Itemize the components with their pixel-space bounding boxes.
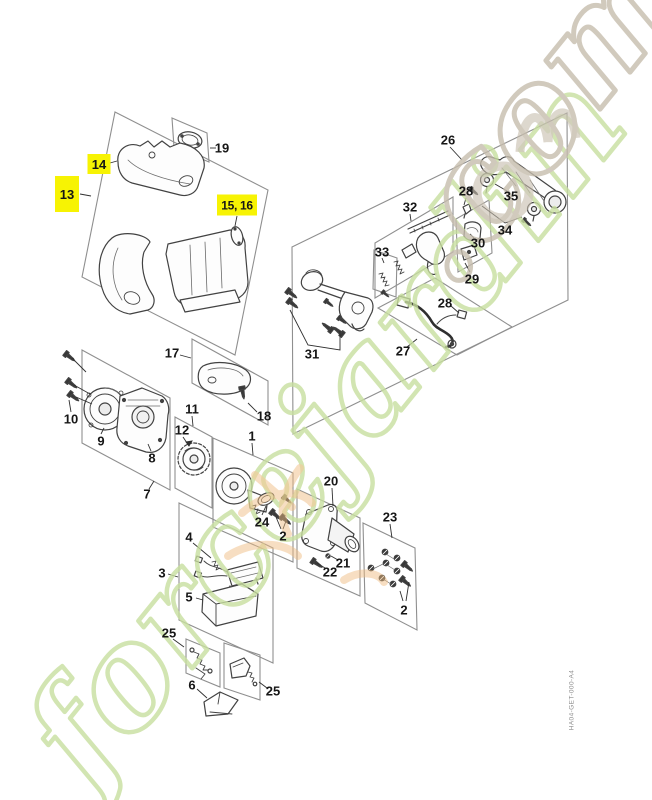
clip-part-top (462, 203, 472, 219)
callout-12: 12 (174, 422, 190, 438)
callout-2-starter: 2 (279, 528, 287, 544)
callout-1: 1 (248, 428, 256, 444)
cover-plate-part (177, 131, 203, 149)
callout-8: 8 (148, 450, 156, 466)
clip-spring-right (229, 657, 258, 687)
panel-11 (174, 416, 213, 509)
crankcase-part (116, 387, 170, 453)
panel-33 (372, 249, 398, 298)
callout-17: 17 (164, 345, 180, 361)
callout-2-screws: 2 (400, 602, 408, 618)
callout-5: 5 (185, 589, 193, 605)
callout-25-left: 25 (161, 625, 177, 641)
panel-25-right (223, 642, 261, 701)
clip-spring-left (189, 647, 213, 680)
panel-19 (171, 117, 210, 163)
spring-part (378, 272, 391, 299)
callout-6: 6 (188, 677, 196, 693)
callout-32: 32 (402, 199, 418, 215)
screws-10 (62, 350, 82, 404)
panel-20 (296, 488, 361, 597)
callout-30: 30 (470, 235, 486, 251)
part-drawings (62, 131, 567, 717)
callout-21: 21 (335, 555, 351, 571)
callout-14-highlighted: 14 (87, 154, 111, 174)
bracket-box-part (201, 583, 259, 627)
callout-26: 26 (440, 132, 456, 148)
callout-4: 4 (185, 529, 193, 545)
wiring-harness-part (396, 295, 468, 349)
housing-part (98, 229, 249, 315)
trigger-handle-part (284, 269, 374, 338)
screw-set-part (367, 548, 415, 589)
callout-24: 24 (254, 514, 270, 530)
callout-15-16-highlighted: 15, 16 (217, 194, 257, 216)
switch-parts (460, 221, 482, 261)
gasket-part (230, 226, 244, 246)
callout-18: 18 (256, 408, 272, 424)
watermark-orange-shapes (224, 464, 388, 586)
duct-part (197, 361, 252, 400)
panel-25-left (185, 638, 221, 688)
lever-part (203, 691, 239, 717)
panel-27 (376, 277, 514, 356)
rotor-part (177, 442, 211, 476)
throttle-parts (393, 210, 451, 275)
callout-25-right: 25 (265, 683, 281, 699)
callout-23: 23 (382, 509, 398, 525)
panel-26 (291, 112, 569, 435)
top-cover-part (117, 140, 205, 197)
drawing-code: HA04-GET-000-A4 (568, 669, 576, 731)
callout-3: 3 (158, 565, 166, 581)
panel-23 (362, 522, 418, 631)
callout-28-mid: 28 (437, 295, 453, 311)
callout-15-16-label: 15, 16 (221, 198, 253, 212)
callout-22: 22 (322, 564, 338, 580)
callout-10: 10 (63, 411, 79, 427)
panel-1 (212, 437, 294, 563)
callout-14-label: 14 (91, 156, 107, 172)
callout-29: 29 (464, 271, 480, 287)
watermark-tan-shapes (472, 108, 581, 223)
callout-28-top: 28 (458, 183, 474, 199)
callout-9: 9 (97, 433, 105, 449)
panel-7 (81, 349, 171, 491)
callout-20: 20 (323, 473, 339, 489)
panel-17 (191, 338, 269, 426)
callout-7: 7 (143, 486, 151, 502)
callout-34: 34 (497, 222, 513, 238)
ignition-module-part (193, 555, 264, 593)
starter-part (215, 467, 294, 527)
gearbox-part (301, 503, 360, 571)
callout-13-label: 13 (59, 186, 75, 202)
callout-19: 19 (214, 140, 230, 156)
panel-3 (178, 502, 274, 664)
callout-31: 31 (304, 346, 320, 362)
callout-35: 35 (503, 188, 519, 204)
callout-27: 27 (395, 343, 411, 359)
panel-13 (81, 111, 269, 356)
callout-13-highlighted: 13 (55, 176, 79, 212)
fan-housing-part (83, 387, 127, 431)
callout-11: 11 (185, 401, 199, 417)
panel-32 (374, 196, 454, 299)
callout-33: 33 (374, 244, 390, 260)
